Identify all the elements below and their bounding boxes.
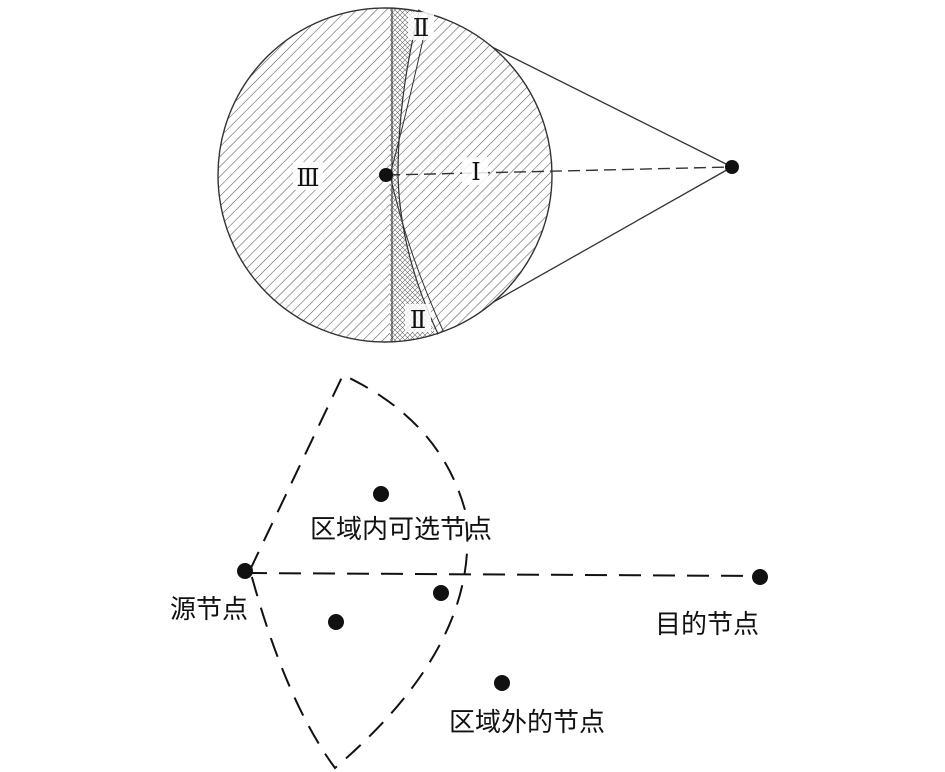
source-node-label: 源节点 — [170, 595, 248, 625]
region-2-bottom-label: Ⅱ — [410, 306, 426, 334]
source-destination-line — [244, 572, 761, 577]
region-3-label: Ⅲ — [296, 164, 319, 192]
outside-nodes-label: 区域外的节点 — [449, 708, 605, 738]
bottom-diagram: 区域内可选节点 源节点 目的节点 区域外的节点 — [170, 373, 768, 770]
inside-node-1 — [373, 486, 389, 502]
outside-node — [494, 675, 510, 691]
top-diagram: Ⅲ Ⅰ Ⅱ Ⅱ — [217, 7, 739, 343]
region-1-label: Ⅰ — [471, 158, 480, 186]
coverage-circle-outline — [217, 7, 553, 343]
far-node — [725, 160, 739, 174]
inside-node-3 — [328, 614, 344, 630]
region-2-top-label: Ⅱ — [413, 14, 429, 42]
inside-node-2 — [433, 585, 449, 601]
source-node — [237, 563, 253, 579]
selectable-nodes-label: 区域内可选节点 — [310, 515, 492, 545]
center-node — [379, 168, 393, 182]
destination-node-label: 目的节点 — [655, 610, 759, 640]
dashed-line-top — [387, 166, 733, 176]
candidate-region-sector — [248, 373, 469, 770]
destination-node — [752, 569, 768, 585]
